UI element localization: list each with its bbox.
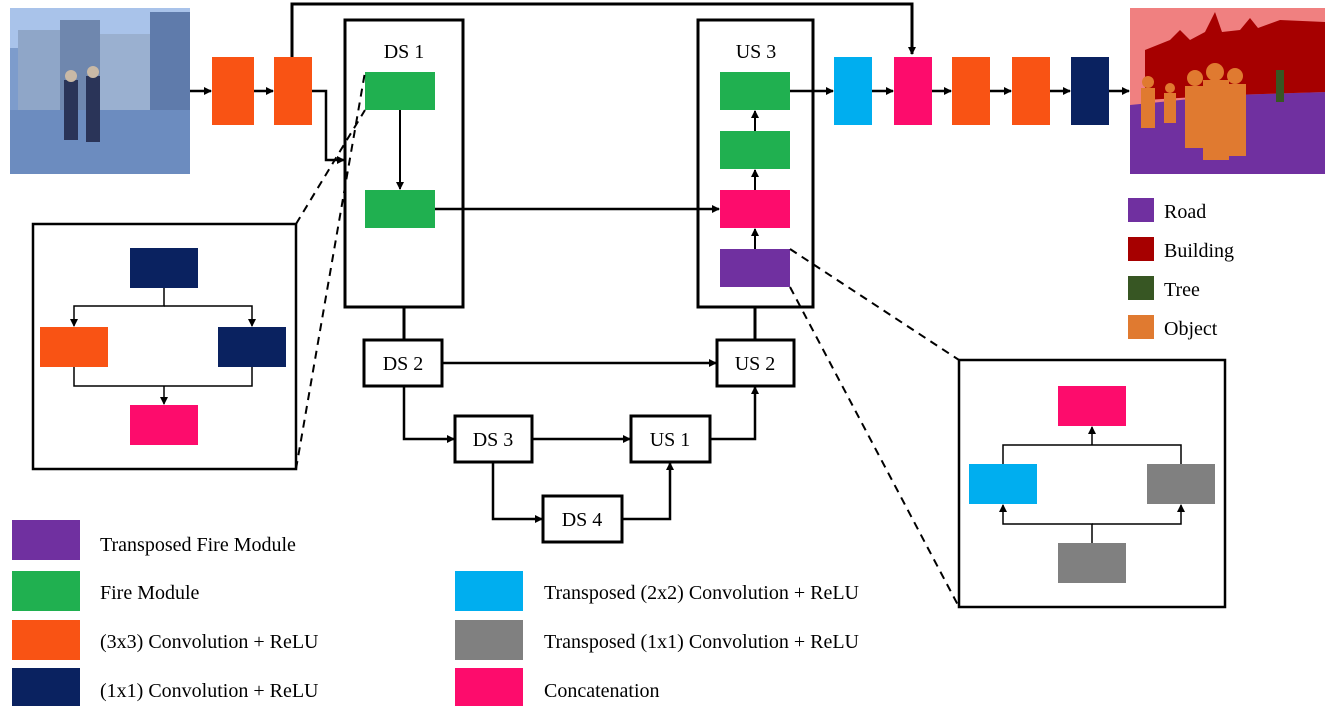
decoder-conv3x3-a <box>952 57 990 125</box>
fire-concatenation <box>130 405 198 445</box>
tfire-transposed-1x1-conv-expand <box>1147 464 1215 504</box>
tfire-concatenation <box>1058 386 1126 426</box>
legend-label-concatenation: Concatenation <box>544 680 660 702</box>
fire-expand-conv3x3 <box>40 327 108 367</box>
ds1-fire-module-1 <box>365 72 435 110</box>
arrow <box>1092 504 1185 525</box>
legend-swatch-transposed-2x2-conv <box>455 571 523 611</box>
arrow <box>999 504 1093 543</box>
legend-swatch-concatenation <box>455 668 523 706</box>
us3-concatenation <box>720 190 790 228</box>
tfire-transposed-2x2-conv <box>969 464 1037 504</box>
us3-fire-module-1 <box>720 131 790 169</box>
legend-label-building: Building <box>1164 240 1234 262</box>
legend-swatch-transposed-1x1-conv <box>455 620 523 660</box>
output-segmentation-image <box>1130 8 1325 174</box>
ds1-block <box>343 18 465 309</box>
us1-block <box>629 414 712 464</box>
legend-label-conv3x3: (3x3) Convolution + ReLU <box>100 631 319 653</box>
us1-label: US 1 <box>650 429 691 451</box>
legend-label-fire-module: Fire Module <box>100 582 200 604</box>
decoder-conv1x1 <box>1071 57 1109 125</box>
legend-label-road: Road <box>1164 201 1206 223</box>
legend-label-conv1x1: (1x1) Convolution + ReLU <box>100 680 319 702</box>
zoom-line <box>789 248 960 361</box>
legend-swatch-conv1x1 <box>12 668 80 706</box>
us3-label: US 3 <box>736 41 777 63</box>
ds1-fire-module-2 <box>365 190 435 228</box>
ds3-label: DS 3 <box>473 429 514 451</box>
legend-label-object: Object <box>1164 318 1218 340</box>
ds4-label: DS 4 <box>562 509 603 531</box>
decoder-conv3x3-b <box>1012 57 1050 125</box>
zoom-line <box>295 109 366 225</box>
fire-expand-conv1x1 <box>218 327 286 367</box>
us3-transposed-fire-module <box>720 249 790 287</box>
legend-swatch-road <box>1128 198 1154 222</box>
legend-label-transposed-1x1-conv: Transposed (1x1) Convolution + ReLU <box>544 631 860 653</box>
legend-swatch-transposed-fire-module <box>12 520 80 560</box>
zoom-line <box>789 286 960 608</box>
arrow <box>164 305 256 327</box>
arrow <box>491 462 543 523</box>
ds1-label: DS 1 <box>384 41 425 63</box>
layer-legend: Transposed Fire Module Fire Module (3x3)… <box>12 520 860 706</box>
legend-swatch-conv3x3 <box>12 620 80 660</box>
zoom-line <box>295 71 366 470</box>
ds2-label: DS 2 <box>383 353 424 375</box>
us2-label: US 2 <box>735 353 776 375</box>
arrow <box>622 462 674 521</box>
us3-fire-module-2 <box>720 72 790 110</box>
fire-squeeze-conv1x1 <box>130 248 198 288</box>
legend-label-transposed-fire-module: Transposed Fire Module <box>100 534 296 556</box>
legend-swatch-fire-module <box>12 571 80 611</box>
skip-connection-arrow <box>290 2 916 57</box>
input-image <box>10 8 190 174</box>
encoder-conv3x3-b <box>274 57 312 125</box>
encoder-conv3x3-a <box>212 57 254 125</box>
arrow <box>70 288 165 327</box>
decoder-transposed-2x2-conv <box>834 57 872 125</box>
arrow <box>402 386 455 443</box>
legend-swatch-building <box>1128 237 1154 261</box>
tfire-transposed-1x1-conv-squeeze <box>1058 543 1126 583</box>
arrow <box>312 89 345 164</box>
arrow <box>710 386 759 441</box>
legend-label-tree: Tree <box>1164 279 1200 301</box>
connector <box>73 367 253 387</box>
legend-swatch-object <box>1128 315 1154 339</box>
us2-block <box>715 338 796 388</box>
ds4-block <box>541 494 624 544</box>
decoder-concatenation <box>894 57 932 125</box>
class-legend: Road Building Tree Object <box>1128 198 1234 340</box>
legend-label-transposed-2x2-conv: Transposed (2x2) Convolution + ReLU <box>544 582 860 604</box>
legend-swatch-tree <box>1128 276 1154 300</box>
ds2-block <box>362 338 444 388</box>
ds3-block <box>453 414 534 464</box>
